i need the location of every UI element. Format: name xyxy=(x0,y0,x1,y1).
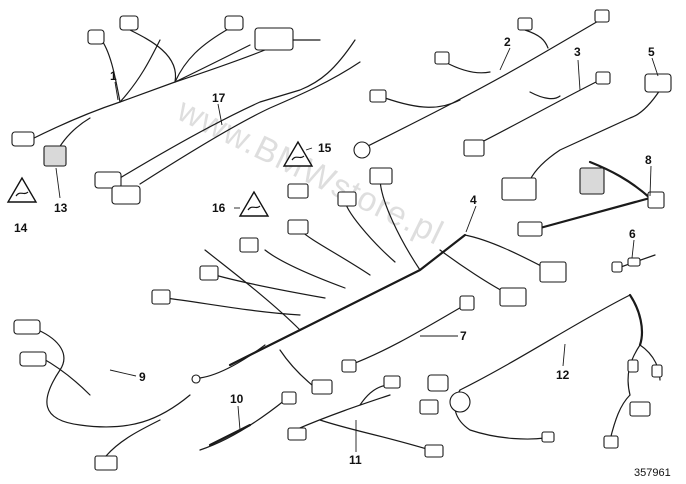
part-label-10: 10 xyxy=(230,392,244,406)
part-label-2: 2 xyxy=(504,35,511,49)
connector-2d xyxy=(594,9,610,23)
part-label-7: 7 xyxy=(460,329,467,343)
harness-part-10 xyxy=(199,391,297,451)
connector-3a xyxy=(463,139,485,157)
harness-part-11 xyxy=(287,375,444,458)
harness-part-1 xyxy=(11,15,321,167)
connector-1c xyxy=(224,15,244,31)
leader-lines xyxy=(55,47,659,452)
harness-part-5 xyxy=(501,73,672,201)
connector-9a xyxy=(13,319,41,335)
connector-17b xyxy=(111,185,141,205)
part-label-3: 3 xyxy=(574,45,581,59)
connector-1d xyxy=(254,27,294,51)
part-number-labels: 1 2 3 4 5 6 7 8 9 10 11 12 13 14 15 16 1… xyxy=(14,35,655,467)
connector-3b xyxy=(595,71,611,85)
connector-6b xyxy=(627,257,641,267)
connector-4b xyxy=(499,287,527,307)
connector-11a xyxy=(287,427,307,441)
watermark: www.BMWstore.pl xyxy=(171,91,450,253)
part-label-11: 11 xyxy=(349,453,362,467)
harness-part-6 xyxy=(611,254,656,273)
connector-4i xyxy=(311,379,333,395)
connector-4g xyxy=(199,265,219,281)
connector-13 xyxy=(43,145,67,167)
connector-11b xyxy=(424,444,444,458)
warning-triangle-15 xyxy=(282,140,314,167)
part-label-8: 8 xyxy=(645,153,652,167)
connector-4h xyxy=(151,289,171,305)
connector-4a xyxy=(539,261,567,283)
connector-12a xyxy=(427,374,449,392)
connector-7a xyxy=(341,359,357,373)
connector-5a xyxy=(644,73,672,93)
harness-part-4 xyxy=(151,167,567,395)
connector-4e xyxy=(287,219,309,235)
connector-12h xyxy=(627,359,639,373)
part-label-6: 6 xyxy=(629,227,636,241)
harness-part-7 xyxy=(341,295,475,373)
connector-1b xyxy=(119,15,139,31)
connector-2c xyxy=(517,17,533,31)
connector-4d xyxy=(337,191,357,207)
connector-6a xyxy=(611,261,623,273)
part-label-12: 12 xyxy=(556,368,570,382)
connector-12e xyxy=(603,435,619,449)
harness-part-17 xyxy=(94,39,361,205)
connector-15 xyxy=(287,183,309,199)
connector-12f xyxy=(541,431,555,443)
connector-9b xyxy=(19,351,47,367)
connector-12d xyxy=(629,401,651,417)
connector-11c xyxy=(383,375,401,389)
harness-part-2 xyxy=(353,9,610,159)
connector-1a xyxy=(87,29,105,45)
part-label-16: 16 xyxy=(212,201,226,215)
connector-2b xyxy=(434,51,450,65)
connector-12c xyxy=(449,391,471,413)
part-label-13: 13 xyxy=(54,201,68,215)
part-label-9: 9 xyxy=(139,370,146,384)
harness-part-9 xyxy=(13,319,191,471)
connector-5b xyxy=(501,177,537,201)
document-number: 357961 xyxy=(634,467,671,479)
connector-12b xyxy=(419,399,439,415)
part-label-17: 17 xyxy=(212,91,226,105)
part-label-14: 14 xyxy=(14,221,28,235)
grommet-2 xyxy=(353,141,371,159)
part-label-1: 1 xyxy=(110,69,117,83)
connector-7b xyxy=(459,295,475,311)
warning-triangle-14 xyxy=(6,176,38,203)
part-label-4: 4 xyxy=(470,193,477,207)
harness-part-8 xyxy=(517,160,665,237)
harness-part-12 xyxy=(419,293,663,449)
connector-10a xyxy=(281,391,297,405)
connector-1e xyxy=(11,131,35,147)
warning-triangle-16 xyxy=(238,190,270,217)
connector-8c xyxy=(579,167,605,195)
connector-2a xyxy=(369,89,387,103)
part-label-15: 15 xyxy=(318,141,332,155)
connector-8b xyxy=(647,191,665,209)
ring-terminal xyxy=(191,374,201,384)
harness-part-3 xyxy=(463,71,611,157)
part-label-5: 5 xyxy=(648,45,655,59)
connector-17a xyxy=(94,171,122,189)
connector-4c xyxy=(369,167,393,185)
connector-4f xyxy=(239,237,259,253)
connector-9c xyxy=(94,455,118,471)
connector-8a xyxy=(517,221,543,237)
connector-12g xyxy=(651,364,663,378)
